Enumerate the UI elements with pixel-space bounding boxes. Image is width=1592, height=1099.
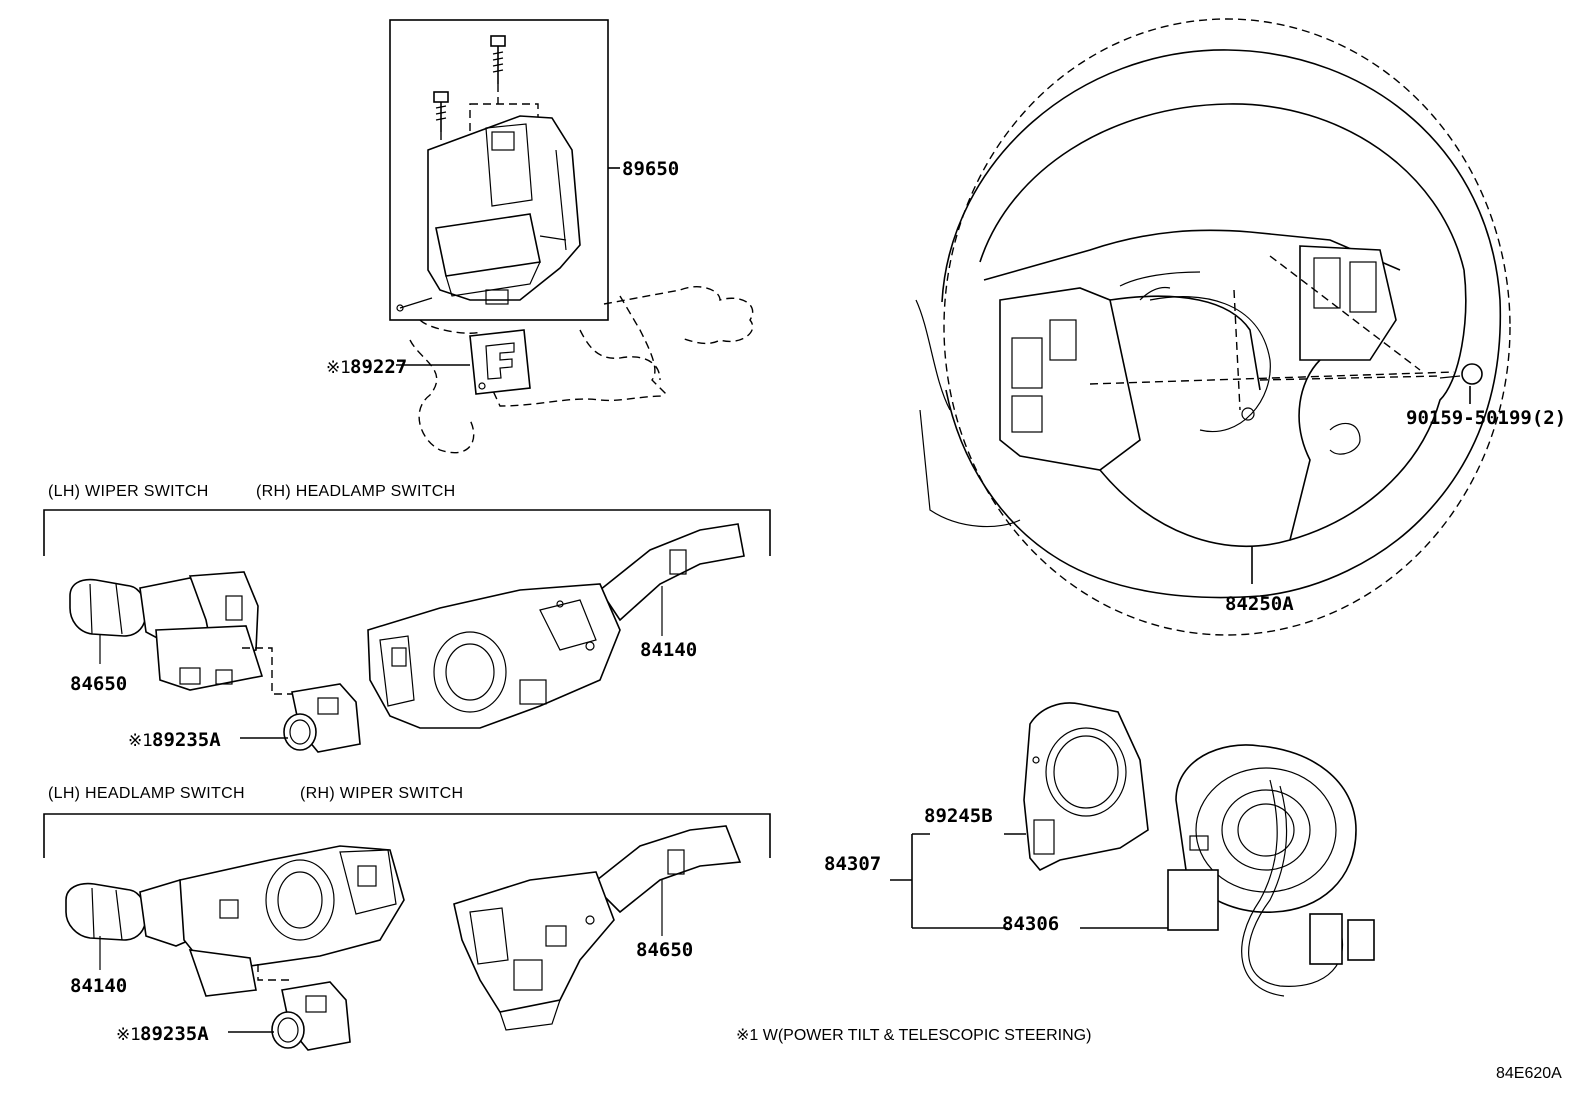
column-surroundings-dashed xyxy=(409,286,754,454)
top-switch-group xyxy=(43,509,771,753)
heading-bottom-rh-wiper-switch: (RH) WIPER SWITCH xyxy=(300,785,463,802)
lh-headlamp-switch-bottom xyxy=(65,845,405,997)
part-number-89227: 89227 xyxy=(350,356,407,378)
part-number-90159-50199: 90159-50199(2) xyxy=(1406,407,1566,429)
part-number-89245B: 89245B xyxy=(924,805,993,827)
part-number-89650: 89650 xyxy=(622,158,679,180)
part-number-89235A-top: 89235A xyxy=(152,729,221,751)
steering-wheel xyxy=(915,18,1511,636)
heading-top-rh-headlamp-switch: (RH) HEADLAMP SWITCH xyxy=(256,483,456,500)
bottom-switch-group xyxy=(43,813,771,1051)
part-number-84650-bottom: 84650 xyxy=(636,939,693,961)
note-marker-89235A-bottom: ※1 xyxy=(116,1025,141,1045)
part-number-84140-top: 84140 xyxy=(640,639,697,661)
part-89227-block xyxy=(469,329,531,395)
rh-wiper-switch-bottom xyxy=(453,825,742,1031)
footnote-power-tilt: ※1 W(POWER TILT & TELESCOPIC STEERING) xyxy=(736,1027,1091,1044)
steering-column-assembly xyxy=(389,19,620,321)
spiral-cable-assembly xyxy=(1023,702,1375,997)
part-number-89235A-bottom: 89235A xyxy=(140,1023,209,1045)
column-bolt-right xyxy=(490,35,506,84)
part-number-84306: 84306 xyxy=(1002,913,1059,935)
screw-90159 xyxy=(1439,363,1483,404)
bracket-84307 xyxy=(890,833,1168,929)
note-marker-89227: ※1 xyxy=(326,358,351,378)
part-number-84250A: 84250A xyxy=(1225,593,1294,615)
note-marker-89235A-top: ※1 xyxy=(128,731,153,751)
lh-wiper-switch-top xyxy=(69,571,264,691)
heading-bottom-lh-headlamp-switch: (LH) HEADLAMP SWITCH xyxy=(48,785,245,802)
diagram-code: 84E620A xyxy=(1496,1065,1562,1082)
part-number-84307: 84307 xyxy=(824,853,881,875)
tilt-switch-89235A-top xyxy=(283,683,361,753)
rh-headlamp-switch-top xyxy=(367,523,745,729)
part-number-84140-bottom: 84140 xyxy=(70,975,127,997)
part-number-84650-top: 84650 xyxy=(70,673,127,695)
heading-top-lh-wiper-switch: (LH) WIPER SWITCH xyxy=(48,483,209,500)
column-bolt-left xyxy=(433,91,449,132)
tilt-switch-89235A-bottom xyxy=(271,981,351,1051)
